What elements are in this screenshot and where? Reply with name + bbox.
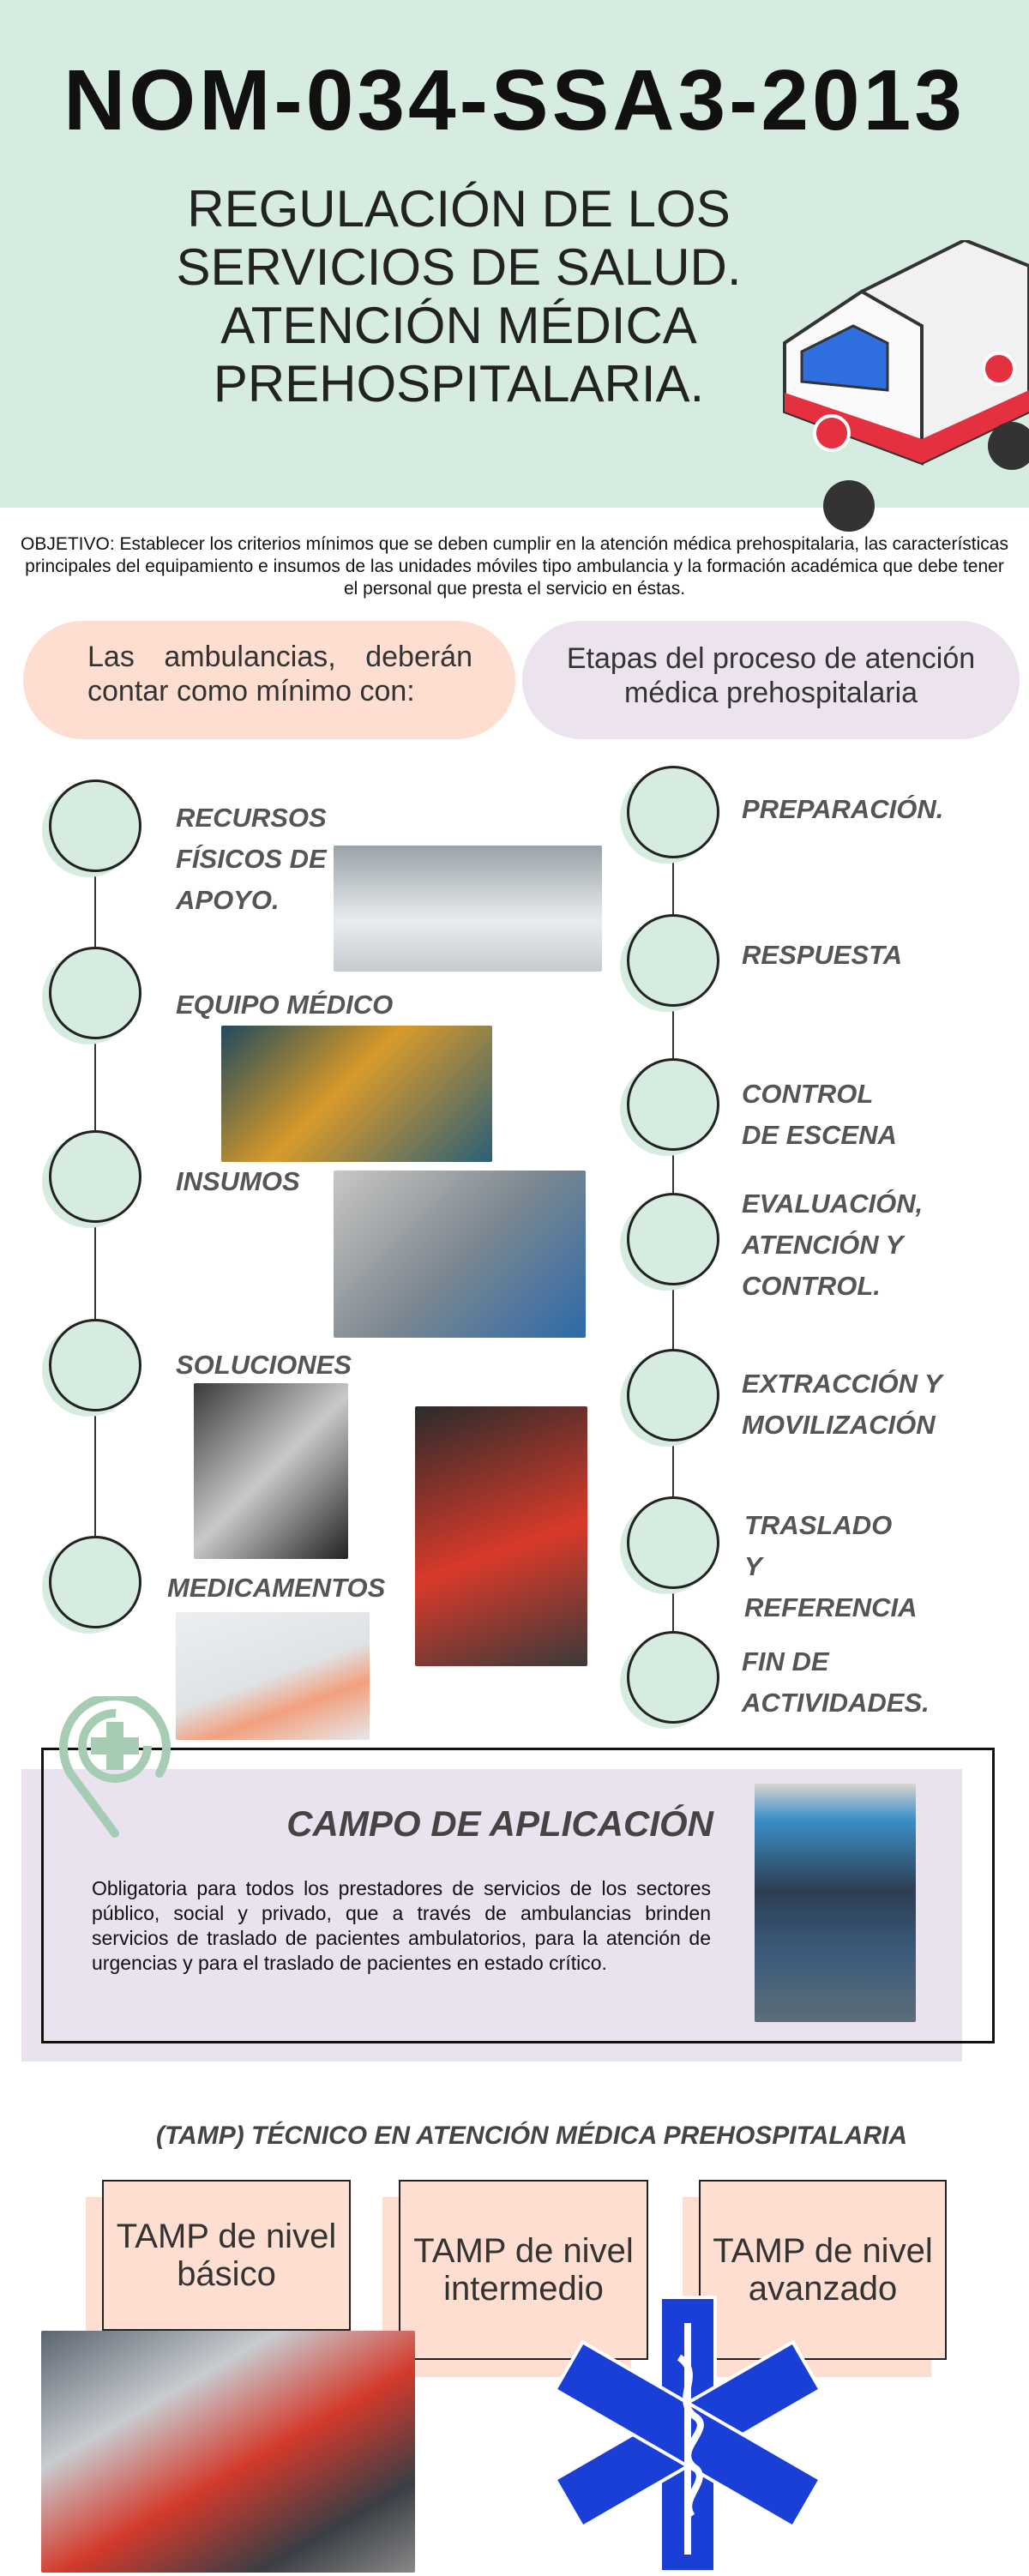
stage-extraccion: EXTRACCIÓN Y MOVILIZACIÓN [742, 1369, 942, 1440]
stage-fin: FIN DE ACTIVIDADES. [742, 1646, 930, 1718]
stage-preparacion: PREPARACIÓN. [742, 794, 944, 824]
timeline-circle [49, 779, 141, 872]
photo-paramedics-rescue [41, 2331, 415, 2573]
photo-medications [176, 1612, 370, 1740]
photo-medical-equipment [221, 1026, 492, 1162]
star-of-life-icon [552, 2296, 823, 2573]
process-stages-pill: Etapas del proceso de atención médica pr… [522, 621, 1020, 739]
campo-frame [41, 1748, 995, 2043]
timeline-circle [627, 766, 719, 858]
timeline-circle [49, 947, 141, 1039]
timeline-circle [627, 1631, 719, 1724]
timeline-circle [627, 914, 719, 1007]
item-medicamentos: MEDICAMENTOS [167, 1573, 386, 1603]
objective-text: OBJETIVO: Establecer los criterios mínim… [20, 534, 1008, 599]
tamp-advanced: TAMP de nivel avanzado [699, 2180, 947, 2360]
stage-evaluacion: EVALUACIÓN, ATENCIÓN Y CONTROL. [742, 1189, 924, 1301]
timeline-circle [627, 1496, 719, 1589]
ambulance-requirements-pill: Las ambulancias, deberán contar como mín… [23, 621, 515, 739]
stage-control-escena: CONTROL DE ESCENA [742, 1079, 897, 1150]
timeline-circle [49, 1536, 141, 1628]
item-equipo: EQUIPO MÉDICO [176, 990, 394, 1020]
page-subtitle: REGULACIÓN DE LOS SERVICIOS DE SALUD. AT… [176, 180, 742, 412]
timeline-circle [627, 1193, 719, 1285]
item-insumos: INSUMOS [176, 1166, 300, 1196]
tamp-title: (TAMP) TÉCNICO EN ATENCIÓN MÉDICA PREHOS… [155, 2122, 908, 2150]
timeline-circle [49, 1319, 141, 1411]
timeline-circle [49, 1130, 141, 1223]
timeline-circle [627, 1349, 719, 1441]
item-recursos: RECURSOS FÍSICOS DE APOYO. [176, 803, 327, 915]
stage-traslado: TRASLADO Y REFERENCIA [744, 1510, 918, 1622]
photo-ambulance-loading [334, 1171, 586, 1338]
location-medical-icon [59, 1696, 171, 1838]
tamp-intermediate: TAMP de nivel intermedio [399, 2180, 648, 2360]
ambulance-illustration [783, 240, 1029, 532]
page-title: NOM-034-SSA3-2013 [63, 52, 966, 148]
item-soluciones: SOLUCIONES [176, 1350, 352, 1380]
campo-text: Obligatoria para todos los prestadores d… [92, 1877, 711, 1974]
stage-respuesta: RESPUESTA [742, 940, 903, 970]
campo-title: CAMPO DE APLICACIÓN [286, 1803, 713, 1844]
timeline-circle [627, 1058, 719, 1151]
photo-paramedics-stretcher [334, 846, 602, 972]
photo-iv-solutions [194, 1383, 348, 1559]
tamp-basic: TAMP de nivel básico [102, 2180, 351, 2331]
photo-patient-ambulance [755, 1784, 916, 2022]
photo-medical-bag [415, 1406, 587, 1666]
